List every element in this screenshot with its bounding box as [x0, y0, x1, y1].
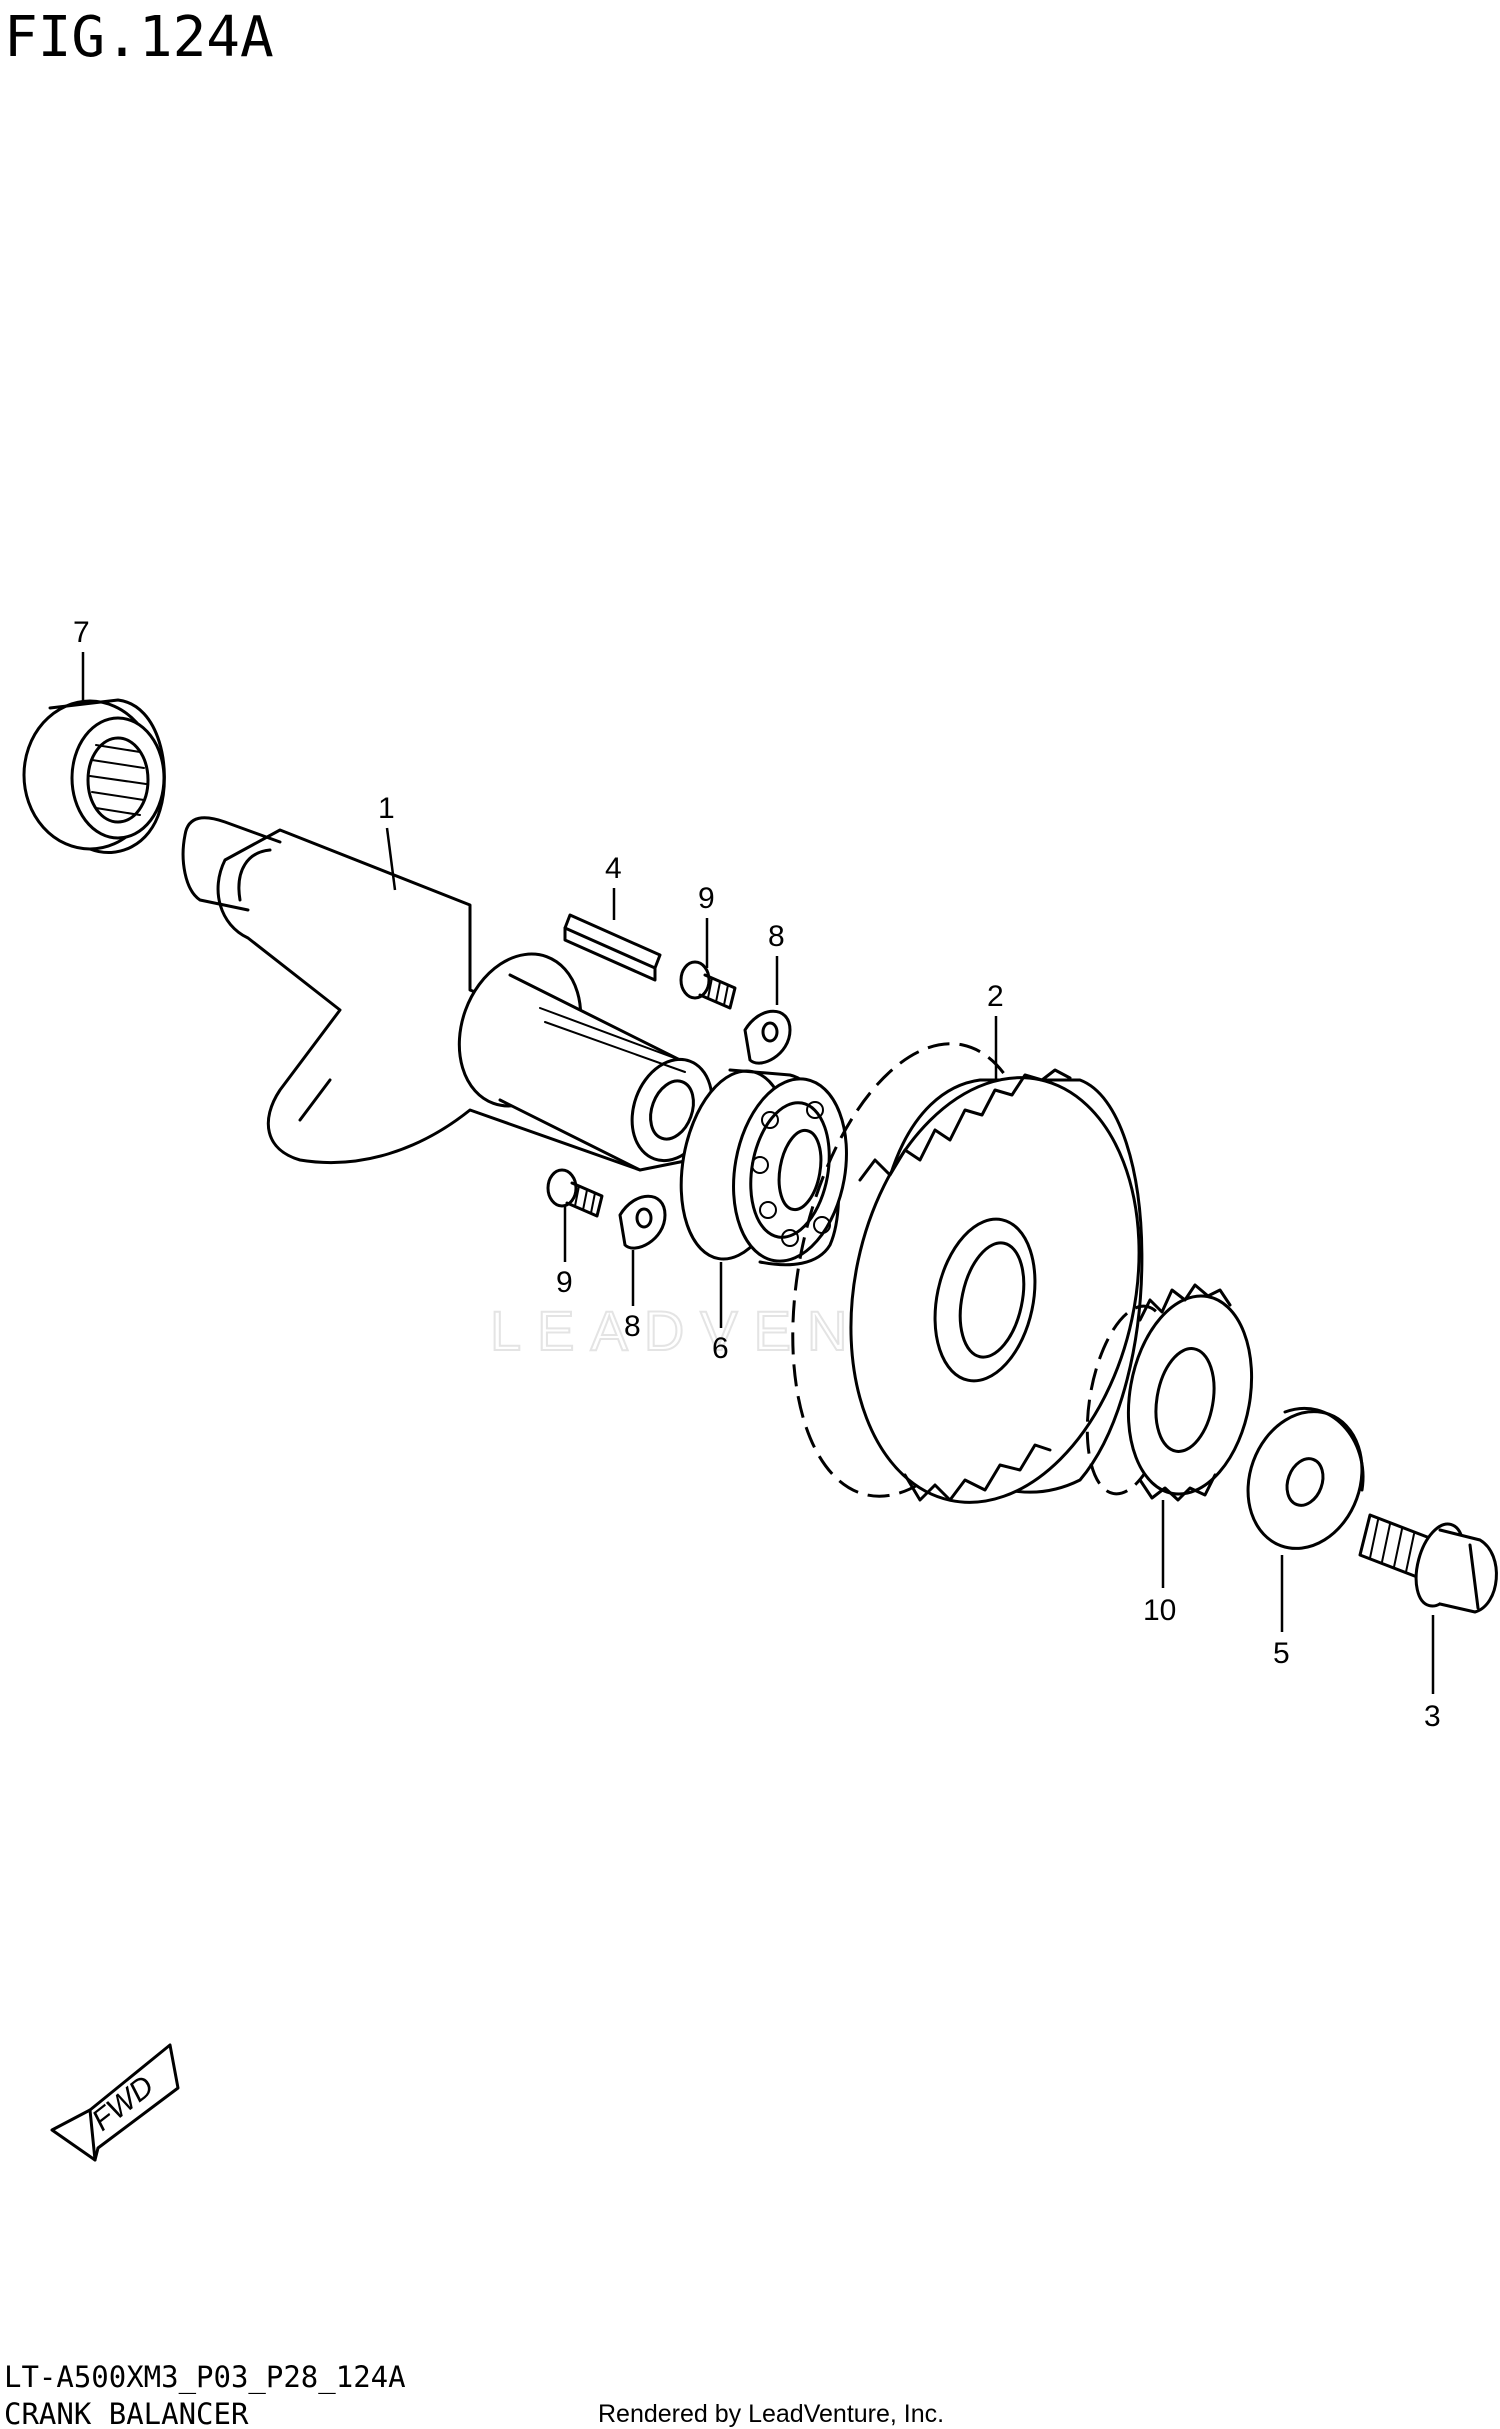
callout-2: 2 [987, 980, 1004, 1013]
callout-3: 3 [1424, 1700, 1441, 1733]
callout-7: 7 [73, 616, 90, 649]
callout-1: 1 [378, 792, 395, 825]
part-3-bolt [1358, 1513, 1498, 1614]
model-code: LT-A500XM3_P03_P28_124A [4, 2360, 406, 2395]
part-7-needle-bearing [22, 698, 166, 854]
fwd-arrow: FWD [50, 2043, 180, 2162]
callout-8-upper: 8 [768, 920, 785, 953]
part-5-washer [1246, 1406, 1365, 1550]
callout-9-lower: 9 [556, 1266, 573, 1299]
callout-6: 6 [712, 1332, 729, 1365]
part-1-balancer-shaft [181, 816, 714, 1172]
part-8-retainer-upper [743, 1009, 792, 1065]
callout-4: 4 [605, 852, 622, 885]
part-8-retainer-lower [618, 1194, 667, 1250]
part-4-key [563, 913, 662, 982]
callouts: 7 1 4 9 8 2 9 8 6 10 5 3 [73, 616, 1441, 1733]
callout-5: 5 [1273, 1637, 1290, 1670]
part-9-screw-lower [546, 1168, 604, 1218]
rendered-by-credit: Rendered by LeadVenture, Inc. [598, 2400, 944, 2428]
part-9-screw-upper [679, 960, 737, 1010]
callout-8-lower: 8 [624, 1310, 641, 1343]
callout-10: 10 [1143, 1594, 1176, 1627]
part-10-drive-gear [1085, 1283, 1254, 1502]
part-6-ball-bearing [679, 1068, 848, 1267]
part-2-driven-gear [791, 1042, 1144, 1504]
callout-9-upper: 9 [698, 882, 715, 915]
section-title: CRANK BALANCER [4, 2397, 249, 2429]
figure-title: FIG.124A [4, 5, 274, 70]
